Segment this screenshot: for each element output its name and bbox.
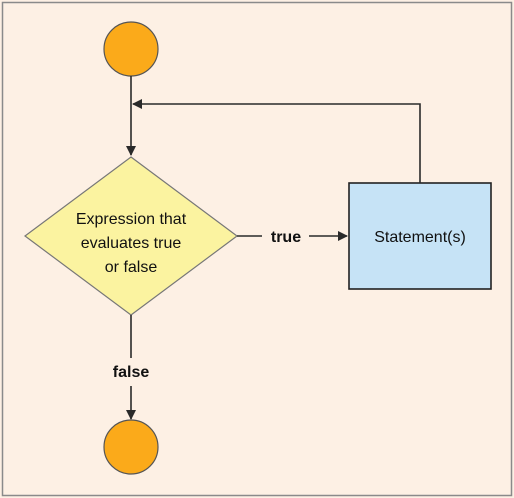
decision-label-line-3: or false [105, 259, 158, 276]
end-terminal [103, 419, 159, 475]
loop-back-arrow [132, 99, 421, 183]
false-label: false [113, 364, 150, 381]
true-label: true [271, 229, 301, 246]
start-terminal [103, 21, 159, 77]
decision-label-line-1: Expression that [76, 211, 187, 228]
decision-label-line-2: evaluates true [81, 235, 182, 252]
statement-label: Statement(s) [374, 229, 466, 246]
